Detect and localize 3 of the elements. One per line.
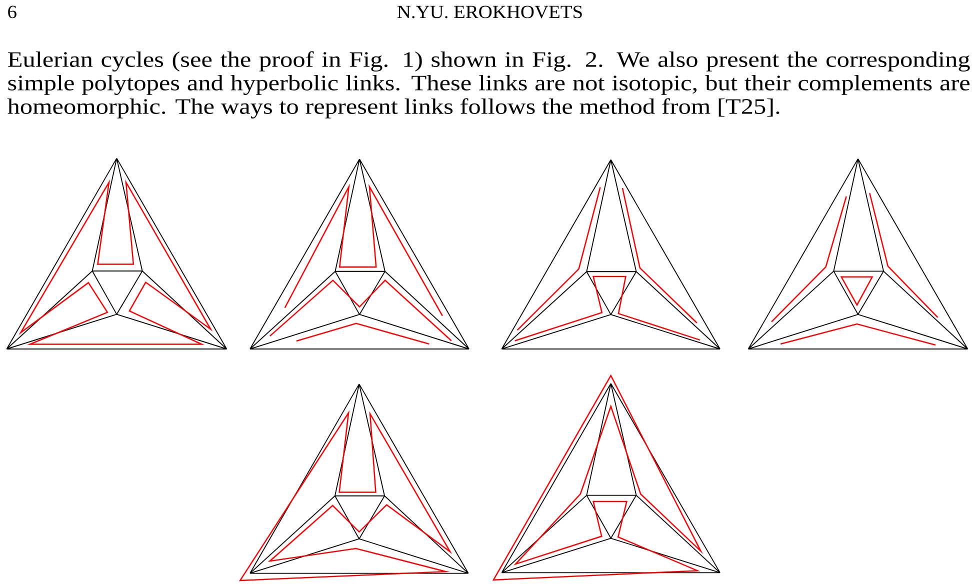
paragraph: Eulerian cycles (see the proof in Fig. 1) shown in Fig. 2. We also present the corresponding simple polytopes and hyperbolic links. These links are not isotopic, but their complements are homeomorphic. The ways to represent links follows the method from [T25].: [8, 51, 970, 118]
running-head: N.YU. EROKHOVETS: [397, 6, 582, 18]
page-number: 6: [8, 6, 16, 18]
